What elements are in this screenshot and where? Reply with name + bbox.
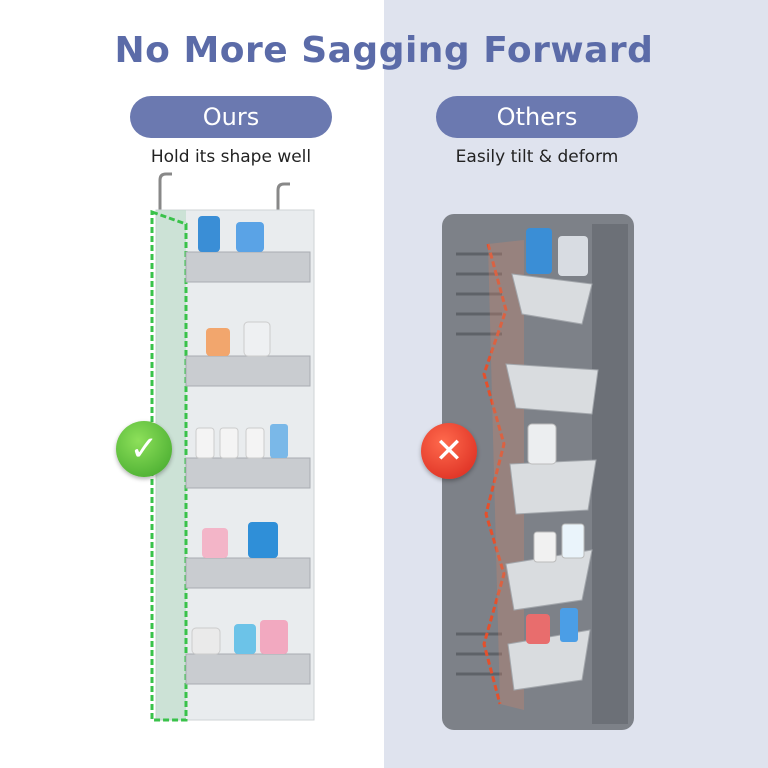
cross-icon: ✕ xyxy=(421,423,477,479)
others-caption: Easily tilt & deform xyxy=(455,147,619,167)
ours-caption: Hold its shape well xyxy=(150,147,312,167)
check-icon: ✓ xyxy=(116,421,172,477)
ours-label: Ours xyxy=(130,96,332,138)
headline: No More Sagging Forward xyxy=(114,30,654,71)
others-label: Others xyxy=(436,96,638,138)
others-organizer-image xyxy=(442,214,634,730)
ours-organizer-image xyxy=(150,172,315,722)
